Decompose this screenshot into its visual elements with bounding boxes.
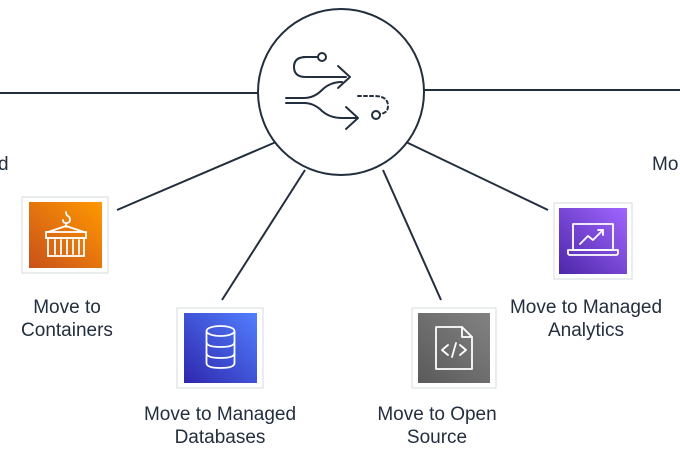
label-open-source-line1: Move to Open (377, 404, 497, 425)
label-containers-line1: Move to (33, 297, 101, 318)
analytics-tile (559, 208, 627, 274)
modernization-arrows-icon (285, 52, 389, 130)
node-containers (21, 196, 109, 274)
label-analytics-line1: Move to Managed (509, 297, 663, 318)
label-containers-line2: Containers (21, 320, 113, 341)
label-analytics-line2: Analytics (547, 320, 625, 341)
connector-databases (221, 169, 306, 301)
label-databases: Move to Managed Databases (120, 403, 320, 449)
connector-analytics (405, 141, 549, 211)
hub-circle (257, 8, 425, 176)
label-databases-line1: Move to Managed (143, 404, 297, 425)
code-file-icon (435, 326, 473, 370)
connectors (0, 89, 680, 301)
connector-containers (116, 141, 277, 211)
database-icon (205, 325, 236, 369)
node-databases (176, 307, 264, 389)
label-containers: Move to Containers (2, 296, 132, 342)
label-analytics: Move to Managed Analytics (494, 296, 678, 342)
label-databases-line2: Databases (174, 427, 266, 448)
label-open-source: Move to Open Source (367, 403, 507, 449)
analytics-chart-icon (567, 223, 619, 256)
connector-open-source (382, 169, 442, 301)
node-open-source (411, 307, 497, 389)
node-analytics (553, 202, 633, 280)
edge-label-right: Mo (652, 154, 679, 175)
edge-label-left: d (0, 154, 9, 175)
hub (257, 8, 425, 176)
label-open-source-line2: Source (406, 427, 468, 448)
databases-tile (184, 313, 257, 383)
container-crate-icon (45, 211, 87, 257)
